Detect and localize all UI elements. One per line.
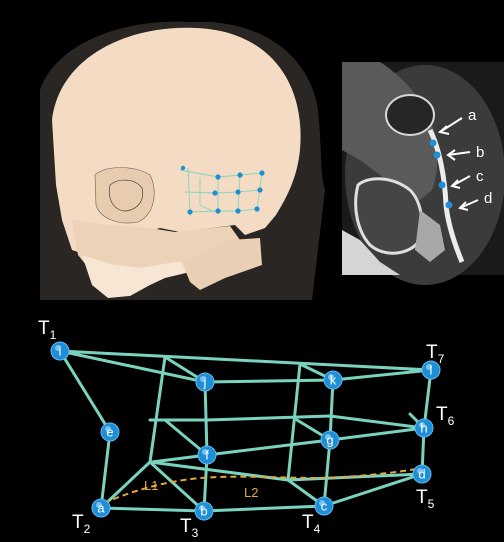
node-f-label: f (205, 448, 209, 463)
ct-eye (386, 95, 434, 135)
t-label-2-sub: 2 (84, 522, 91, 536)
t-label-1-sub: 1 (50, 328, 57, 342)
ct-label-a: a (468, 107, 477, 124)
t-label-6-main: T (436, 404, 448, 425)
node-e: e (101, 423, 119, 441)
node-a-label: a (97, 501, 105, 516)
t-label-7-main: T (426, 342, 438, 363)
ct-label-c: c (476, 168, 484, 185)
node-l-label: l (430, 363, 433, 378)
skull-render (40, 22, 325, 300)
node-k: k (324, 371, 342, 389)
node-a: a (92, 499, 110, 517)
t-label-3-sub: 3 (192, 526, 199, 540)
t-label-4-main: T (302, 512, 314, 533)
node-j-label: j (203, 375, 207, 390)
t-label-7-sub: 7 (438, 352, 445, 366)
t-label-5-sub: 5 (428, 497, 435, 511)
ct-label-b: b (476, 144, 484, 161)
node-d: d (413, 465, 431, 483)
node-e-label: e (106, 425, 113, 440)
node-f: f (198, 446, 216, 464)
node-h-label: h (420, 421, 427, 436)
node-b: b (195, 502, 213, 520)
t-label-4-sub: 4 (314, 522, 321, 536)
node-i: i (51, 342, 69, 360)
t-label-3-main: T (180, 516, 192, 537)
ct-image: a b c d (342, 62, 504, 285)
node-g: g (321, 431, 339, 449)
node-d-label: d (418, 467, 425, 482)
node-c-label: c (321, 499, 328, 514)
node-g-label: g (326, 433, 333, 448)
orbit-rim (95, 168, 154, 224)
t-label-1-main: T (38, 318, 50, 339)
t-label-5-main: T (416, 487, 428, 508)
path-label-l2: L2 (244, 485, 258, 500)
node-c: c (315, 497, 333, 515)
path-label-l1: L1 (144, 478, 158, 493)
node-k-label: k (330, 373, 337, 388)
ct-label-d: d (484, 190, 492, 207)
t-label-6-sub: 6 (448, 414, 455, 428)
node-i-label: i (59, 344, 62, 359)
node-j: j (196, 373, 214, 391)
node-h: h (415, 419, 433, 437)
t-label-2-main: T (72, 512, 84, 533)
node-b-label: b (200, 504, 207, 519)
